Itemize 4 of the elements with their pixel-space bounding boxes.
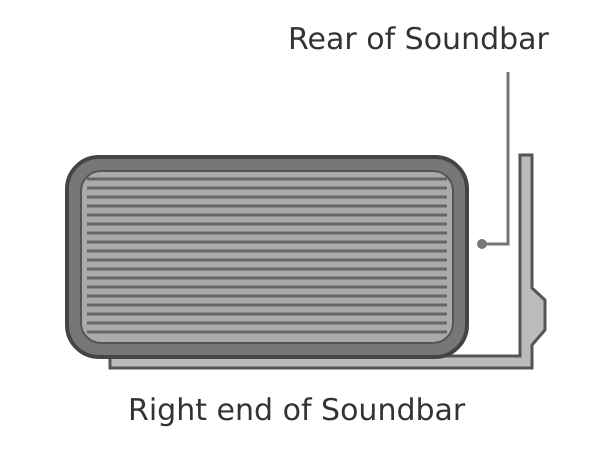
leader-line — [477, 72, 510, 249]
caption: Right end of Soundbar — [128, 393, 466, 428]
callout-label: Rear of Soundbar — [288, 22, 549, 57]
soundbar-drawing — [65, 155, 469, 359]
